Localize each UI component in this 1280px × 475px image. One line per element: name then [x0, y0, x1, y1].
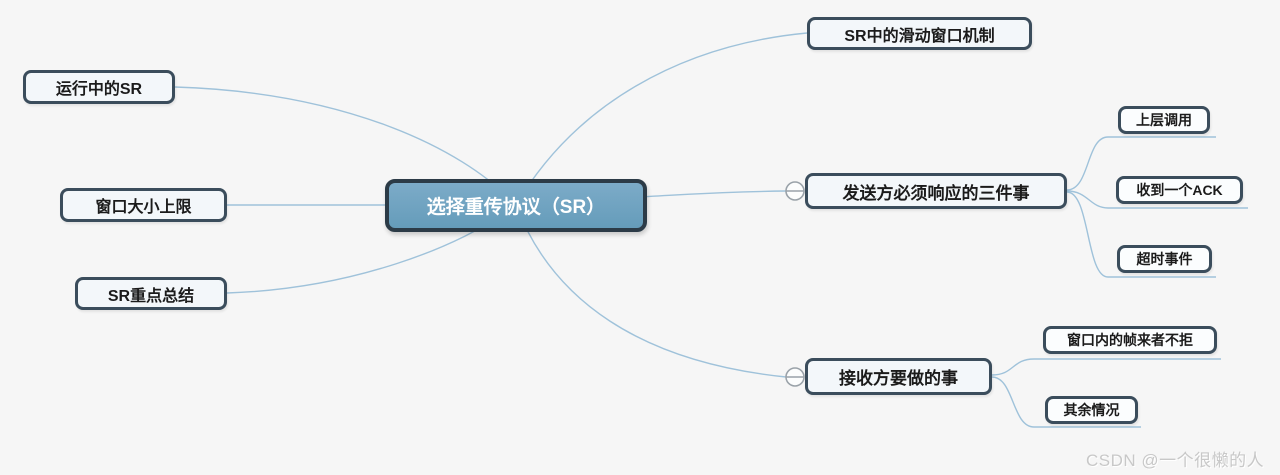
node-label: 运行中的SR — [55, 81, 143, 98]
node-window-size-limit[interactable]: 窗口大小上限 — [60, 188, 227, 222]
node-receiver-tasks[interactable]: 接收方要做的事 — [805, 358, 992, 395]
node-label: 选择重传协议（SR） — [426, 197, 606, 218]
collapse-toggle-sender[interactable] — [785, 181, 805, 201]
node-label: 超时事件 — [1136, 251, 1193, 267]
node-upper-layer-call[interactable]: 上层调用 — [1118, 106, 1210, 134]
node-label: 窗口大小上限 — [95, 199, 192, 216]
node-sender-three-events[interactable]: 发送方必须响应的三件事 — [805, 173, 1067, 209]
collapse-toggle-receiver[interactable] — [785, 367, 805, 387]
node-other-cases[interactable]: 其余情况 — [1045, 396, 1138, 424]
connector-receiver-to-frames — [991, 358, 1221, 376]
node-label: 接收方要做的事 — [839, 369, 958, 388]
csdn-watermark: CSDN @一个很懒的人 — [1086, 451, 1265, 470]
node-receive-ack[interactable]: 收到一个ACK — [1116, 176, 1243, 204]
node-frames-in-window-accepted[interactable]: 窗口内的帧来者不拒 — [1043, 326, 1217, 354]
node-running-sr[interactable]: 运行中的SR — [23, 70, 175, 104]
node-label: SR中的滑动窗口机制 — [844, 27, 995, 45]
node-timeout-event[interactable]: 超时事件 — [1117, 245, 1212, 273]
node-label: 其余情况 — [1063, 402, 1120, 418]
node-label: SR重点总结 — [107, 287, 195, 305]
node-label: 发送方必须响应的三件事 — [842, 183, 1030, 203]
node-sliding-window-mechanism[interactable]: SR中的滑动窗口机制 — [807, 17, 1032, 50]
node-label: 窗口内的帧来者不拒 — [1067, 332, 1193, 348]
node-sr-summary[interactable]: SR重点总结 — [75, 277, 227, 310]
node-root-selective-repeat[interactable]: 选择重传协议（SR） — [385, 179, 647, 232]
node-label: 上层调用 — [1136, 112, 1192, 128]
node-label: 收到一个ACK — [1136, 182, 1223, 198]
